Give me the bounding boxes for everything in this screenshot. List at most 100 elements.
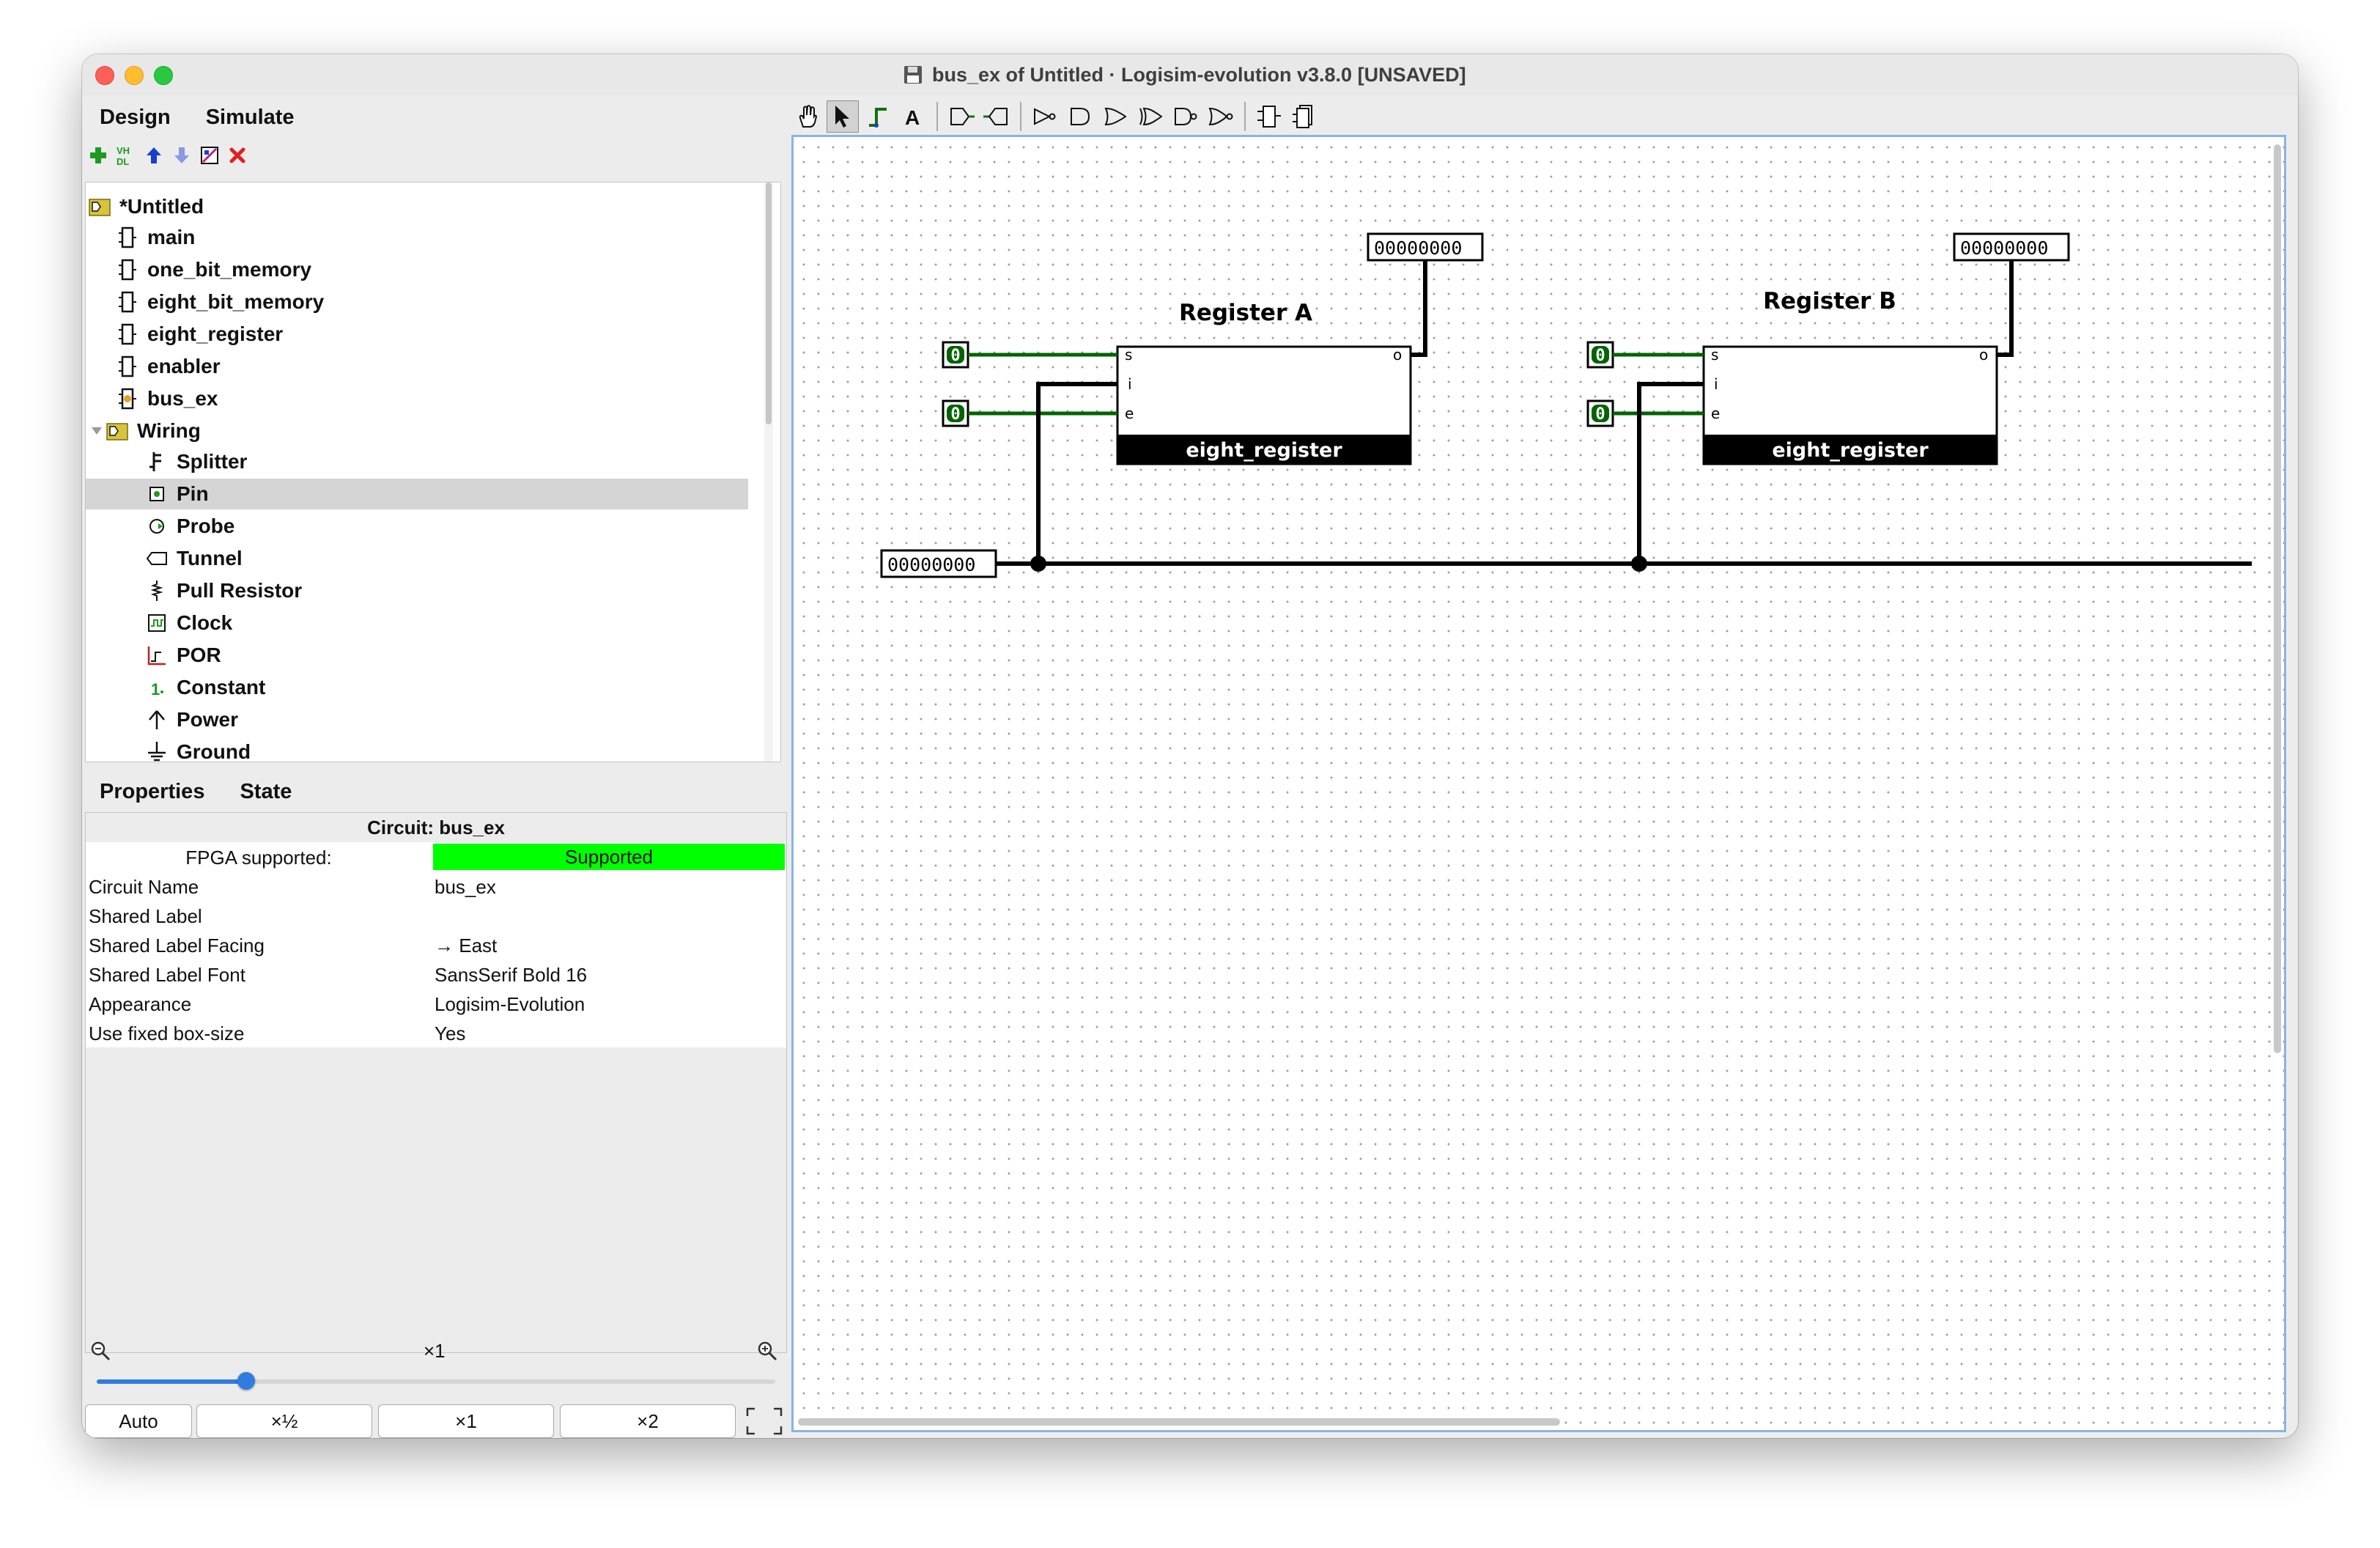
- property-value[interactable]: Logisim-Evolution: [435, 993, 585, 1015]
- tree-tool-constant[interactable]: 1 Constant: [146, 672, 265, 703]
- poke-tool-button[interactable]: [791, 100, 824, 133]
- tree-tool-pin[interactable]: Pin: [86, 479, 748, 509]
- tree-tool-tunnel[interactable]: Tunnel: [146, 543, 243, 574]
- input-pin-e-a-led: [947, 405, 964, 422]
- input-pin-s-a-led: [947, 346, 964, 364]
- tree-circuit-one-bit-memory[interactable]: one_bit_memory: [117, 254, 311, 285]
- tree-tool-pull-resistor[interactable]: Pull Resistor: [146, 575, 302, 606]
- wiring-tool-button[interactable]: [862, 100, 894, 133]
- tree-tool-ground[interactable]: Ground: [146, 737, 251, 762]
- port-i-label: i: [1714, 375, 1718, 393]
- delete-circuit-button[interactable]: [226, 144, 249, 167]
- canvas-horizontal-scrollbar[interactable]: [798, 1418, 1560, 1426]
- tree-scrollbar-thumb[interactable]: [766, 183, 772, 424]
- tree-tool-por[interactable]: POR: [146, 640, 221, 671]
- property-value[interactable]: bus_ex: [435, 876, 496, 898]
- add-input-pin-button[interactable]: [945, 100, 978, 133]
- tree-tool-probe[interactable]: Probe: [146, 511, 234, 542]
- main-tabs: Design Simulate: [82, 97, 312, 133]
- tunnel-icon: [146, 548, 168, 570]
- fit-to-window-icon[interactable]: [743, 1404, 786, 1438]
- bus-wire-i-b: [1637, 382, 1704, 564]
- add-nor-gate-button[interactable]: [1205, 100, 1237, 133]
- port-o-label: o: [1393, 346, 1402, 364]
- zoom-half-button[interactable]: ×½: [196, 1404, 372, 1438]
- tree-circuit-eight-register[interactable]: eight_register: [117, 319, 283, 350]
- subcircuit-icon: [1257, 106, 1281, 128]
- move-up-button[interactable]: [142, 144, 166, 167]
- tree-library-wiring[interactable]: Wiring: [90, 416, 201, 446]
- add-circuit-button[interactable]: [86, 144, 110, 167]
- add-output-pin-button[interactable]: [980, 100, 1013, 133]
- property-row[interactable]: Circuit Name bus_ex: [86, 871, 786, 901]
- tree-circuit-label: eight_register: [147, 322, 284, 345]
- property-value[interactable]: Yes: [435, 1022, 466, 1044]
- property-row[interactable]: Use fixed box-size Yes: [86, 1018, 786, 1047]
- move-down-button[interactable]: [170, 144, 193, 167]
- chevron-down-icon: [90, 420, 103, 442]
- input-pin-e-b-value: 0: [1595, 405, 1605, 424]
- tab-design[interactable]: Design: [100, 106, 171, 129]
- property-key: FPGA supported:: [185, 847, 332, 869]
- port-s-label: s: [1711, 346, 1718, 364]
- tree-project-root[interactable]: *Untitled: [89, 191, 204, 222]
- zoom-one-button[interactable]: ×1: [378, 1404, 554, 1438]
- svg-text:1: 1: [151, 680, 160, 698]
- tree-circuit-enabler[interactable]: enabler: [117, 351, 221, 382]
- tab-properties[interactable]: Properties: [100, 780, 205, 803]
- close-window-button[interactable]: [95, 66, 114, 85]
- and-gate-icon: [1071, 108, 1090, 125]
- minimize-window-button[interactable]: [125, 66, 144, 85]
- tree-tool-label: Ground: [177, 740, 251, 762]
- select-tool-button[interactable]: [827, 100, 859, 133]
- tree-circuit-eight-bit-memory[interactable]: eight_bit_memory: [117, 287, 324, 317]
- property-key: Shared Label: [89, 905, 202, 927]
- or-gate-icon: [1104, 107, 1127, 126]
- zoom-slider-knob[interactable]: [237, 1372, 255, 1390]
- zoom-out-icon[interactable]: [89, 1340, 111, 1365]
- add-not-gate-button[interactable]: [1029, 100, 1061, 133]
- add-or-gate-button[interactable]: [1099, 100, 1131, 133]
- add-circuit-component-button[interactable]: [1253, 100, 1285, 133]
- tree-tool-label: Constant: [177, 676, 266, 699]
- tab-simulate[interactable]: Simulate: [205, 106, 295, 129]
- add-and-gate-button[interactable]: [1064, 100, 1096, 133]
- zoom-two-button[interactable]: ×2: [560, 1404, 736, 1438]
- toolbar-separator: [1244, 102, 1246, 131]
- add-library-circuit-button[interactable]: [1288, 100, 1320, 133]
- tab-state[interactable]: State: [240, 780, 292, 803]
- circuit-canvas[interactable]: 00000000 Register A eight_register s i e…: [791, 135, 2286, 1432]
- splitter-icon: [146, 451, 168, 473]
- zoom-in-icon[interactable]: [756, 1340, 778, 1365]
- svg-text:VH: VH: [117, 145, 130, 156]
- explorer-tree: *Untitled main one_bit_memory eight_bit_…: [85, 182, 781, 762]
- tree-circuit-main[interactable]: main: [117, 222, 195, 253]
- xor-gate-icon: [1139, 107, 1163, 126]
- canvas-vertical-scrollbar[interactable]: [2274, 144, 2281, 1053]
- property-row[interactable]: Appearance Logisim-Evolution: [86, 989, 786, 1018]
- text-a-icon: A: [905, 106, 920, 128]
- circuit-chip-icon: [117, 291, 138, 313]
- tree-tool-power[interactable]: Power: [146, 704, 238, 735]
- tree-circuit-label: one_bit_memory: [147, 258, 312, 281]
- property-value[interactable]: → East: [435, 935, 498, 957]
- tree-tool-splitter[interactable]: Splitter: [146, 446, 247, 477]
- property-row[interactable]: Shared Label Facing → East: [86, 930, 786, 959]
- probe-b-value: 00000000: [1960, 237, 2048, 259]
- text-tool-button[interactable]: A: [897, 100, 929, 133]
- zoom-auto-button[interactable]: Auto: [85, 1404, 192, 1438]
- add-nand-gate-button[interactable]: [1169, 100, 1202, 133]
- add-xor-gate-button[interactable]: [1134, 100, 1167, 133]
- window-title: bus_ex of Untitled · Logisim-evolution v…: [903, 63, 1466, 86]
- property-row[interactable]: Shared Label Font SansSerif Bold 16: [86, 959, 786, 989]
- pin-icon: [146, 483, 168, 505]
- tree-circuit-bus-ex[interactable]: bus_ex: [117, 383, 218, 414]
- tree-tool-label: Probe: [177, 515, 235, 537]
- property-row[interactable]: Shared Label: [86, 901, 786, 930]
- zoom-slider-track[interactable]: [97, 1372, 775, 1390]
- edit-appearance-button[interactable]: [198, 144, 221, 167]
- tree-tool-clock[interactable]: Clock: [146, 608, 232, 638]
- zoom-window-button[interactable]: [154, 66, 173, 85]
- property-value[interactable]: SansSerif Bold 16: [435, 964, 588, 986]
